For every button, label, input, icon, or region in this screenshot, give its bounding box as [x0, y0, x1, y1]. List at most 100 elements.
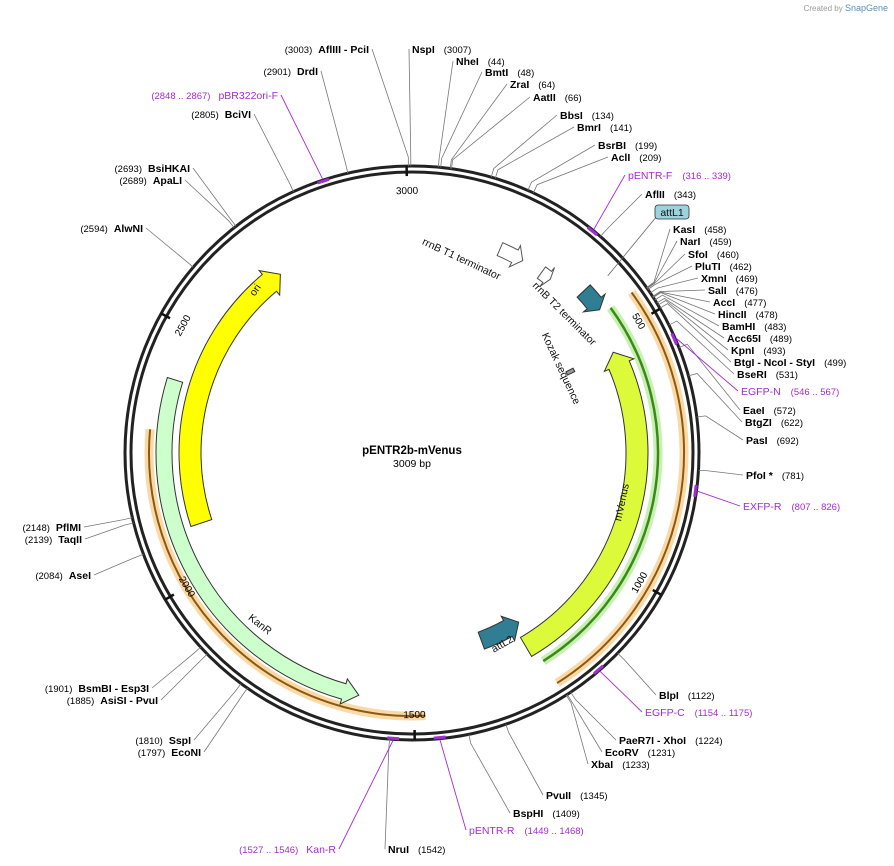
enzyme-name: SalI [708, 285, 727, 297]
enzyme-position: (483) [764, 322, 786, 333]
feature-kanr-arrow [155, 376, 360, 705]
tick-500 [650, 307, 661, 315]
enzyme-site[interactable]: NheI(44) [456, 56, 505, 68]
enzyme-site[interactable]: BtgZI(622) [745, 417, 803, 429]
enzyme-leader [659, 303, 732, 363]
enzyme-position: (2084) [35, 571, 62, 582]
primer-site[interactable]: EXFP-R(807 .. 826) [743, 501, 840, 513]
enzyme-site[interactable]: BciVI(2805) [191, 109, 251, 121]
enzyme-leader [657, 299, 729, 351]
primer-mark [387, 736, 400, 741]
enzyme-site[interactable]: BmrI(141) [577, 122, 632, 134]
enzyme-site[interactable]: NspI(3007) [412, 44, 471, 56]
enzyme-site[interactable]: PflMI(2148) [22, 522, 81, 534]
enzyme-site[interactable]: DrdI(2901) [264, 66, 319, 78]
feature-rrnb-t1-terminator-arrow [496, 242, 524, 268]
enzyme-site[interactable]: XbaI(1233) [591, 759, 650, 771]
primer-site[interactable]: pENTR-F(316 .. 339) [628, 170, 731, 182]
enzyme-site[interactable]: AseI(2084) [35, 570, 91, 582]
enzyme-leader [617, 652, 657, 696]
enzyme-site[interactable]: AclI(209) [611, 152, 661, 164]
enzyme-site[interactable]: BlpI(1122) [659, 690, 715, 702]
enzyme-site[interactable]: EcoNI(1797) [138, 747, 201, 759]
primer-site[interactable]: pENTR-R(1449 .. 1468) [469, 825, 584, 837]
enzyme-site[interactable]: Acc65I(489) [727, 333, 792, 345]
enzyme-site[interactable]: PluTI(462) [695, 261, 752, 273]
enzyme-site[interactable]: NarI(459) [680, 236, 732, 248]
enzyme-site[interactable]: HincII(478) [718, 309, 778, 321]
enzyme-position: (489) [770, 334, 792, 345]
enzyme-position: (209) [639, 153, 661, 164]
enzyme-name: XmnI [701, 273, 727, 285]
enzyme-site[interactable]: PfoI *(781) [746, 470, 804, 482]
enzyme-leader [490, 114, 558, 178]
enzyme-site[interactable]: BtgI - NcoI - StyI(499) [734, 357, 846, 369]
enzyme-leader [650, 277, 699, 294]
enzyme-site[interactable]: BamHI (483) [722, 321, 786, 333]
attl1-label[interactable]: attL1 [654, 204, 690, 220]
enzyme-leader [646, 240, 678, 289]
enzyme-position: (3007) [444, 45, 471, 56]
enzyme-name: BbsI [560, 110, 583, 122]
credit: Created by SnapGene [804, 3, 888, 13]
enzyme-site[interactable]: KasI(458) [673, 224, 726, 236]
primer-site[interactable]: EGFP-C(1154 .. 1175) [645, 707, 752, 719]
enzyme-site[interactable]: PvuII(1345) [546, 790, 608, 802]
enzyme-position: (141) [610, 123, 632, 134]
enzyme-name: PvuII [546, 790, 571, 802]
enzyme-site[interactable]: SspI(1810) [135, 735, 191, 747]
enzyme-leader [600, 193, 643, 237]
enzyme-site[interactable]: AflIII - PciI(3003) [285, 44, 369, 56]
enzyme-name: BamHI [722, 321, 755, 333]
enzyme-position: (478) [756, 310, 778, 321]
enzyme-name: PaeR7I - XhoI [619, 735, 686, 747]
enzyme-leader [440, 71, 483, 168]
enzyme-name: BspHI [513, 808, 543, 820]
enzyme-site[interactable]: AccI(477) [713, 297, 766, 309]
enzyme-site[interactable]: ZraI(64) [510, 79, 555, 91]
enzyme-site[interactable]: BsmBI - Esp3I(1901) [45, 683, 149, 695]
enzyme-site[interactable]: EcoRV(1231) [605, 747, 675, 759]
enzyme-site[interactable]: BsrBI(199) [598, 140, 657, 152]
primer-mark [317, 177, 330, 185]
enzyme-site[interactable]: BspHI (1409) [513, 808, 580, 820]
enzyme-site[interactable]: EaeI(572) [743, 405, 796, 417]
enzyme-site[interactable]: AatII(66) [533, 92, 582, 104]
enzyme-leader [192, 167, 237, 227]
enzyme-site[interactable]: ApaLI(2689) [119, 175, 182, 187]
enzyme-site[interactable]: BmtI(48) [485, 67, 534, 79]
enzyme-position: (1409) [552, 809, 579, 820]
primer-leader [593, 174, 626, 230]
enzyme-position: (2805) [191, 110, 218, 121]
enzyme-leader [678, 343, 741, 411]
primer-position: (2848 .. 2867) [151, 91, 210, 102]
enzyme-site[interactable]: TaqII(2139) [25, 534, 82, 546]
enzyme-site[interactable]: PasI(692) [746, 435, 799, 447]
enzyme-site[interactable]: AsiSI - PvuI(1885) [67, 695, 158, 707]
enzyme-site[interactable]: SfoI(460) [688, 249, 739, 261]
enzyme-name: BsmBI - Esp3I [78, 683, 149, 695]
primer-site[interactable]: EGFP-N(546 .. 567) [741, 386, 839, 398]
primer-site[interactable]: Kan-R(1527 .. 1546) [239, 844, 336, 856]
attl1-leader [607, 215, 658, 277]
enzyme-name: BtgZI [745, 417, 772, 429]
primer-site[interactable]: pBR322ori-F(2848 .. 2867) [151, 90, 278, 102]
enzyme-leader [570, 691, 617, 741]
enzyme-site[interactable]: SalI(476) [708, 285, 758, 297]
enzyme-site[interactable]: PaeR7I - XhoI(1224) [619, 735, 723, 747]
enzyme-name: ApaLI [153, 175, 182, 187]
enzyme-leader [468, 734, 511, 814]
enzyme-site[interactable]: XmnI(469) [701, 273, 758, 285]
enzyme-name: PasI [746, 435, 768, 447]
enzyme-site[interactable]: AlwNI(2594) [80, 223, 143, 235]
enzyme-site[interactable]: AflII(343) [645, 189, 696, 201]
enzyme-site[interactable]: BbsI(134) [560, 110, 614, 122]
enzyme-site[interactable]: BseRI(531) [737, 369, 798, 381]
enzyme-site[interactable]: BsiHKAI(2693) [115, 163, 191, 175]
enzyme-leader [652, 289, 706, 297]
primer-position: (1449 .. 1468) [525, 826, 584, 837]
enzyme-site[interactable]: NruI(1542) [388, 844, 445, 856]
primer-leader [439, 739, 467, 831]
enzyme-site[interactable]: KpnI(493) [731, 345, 786, 357]
